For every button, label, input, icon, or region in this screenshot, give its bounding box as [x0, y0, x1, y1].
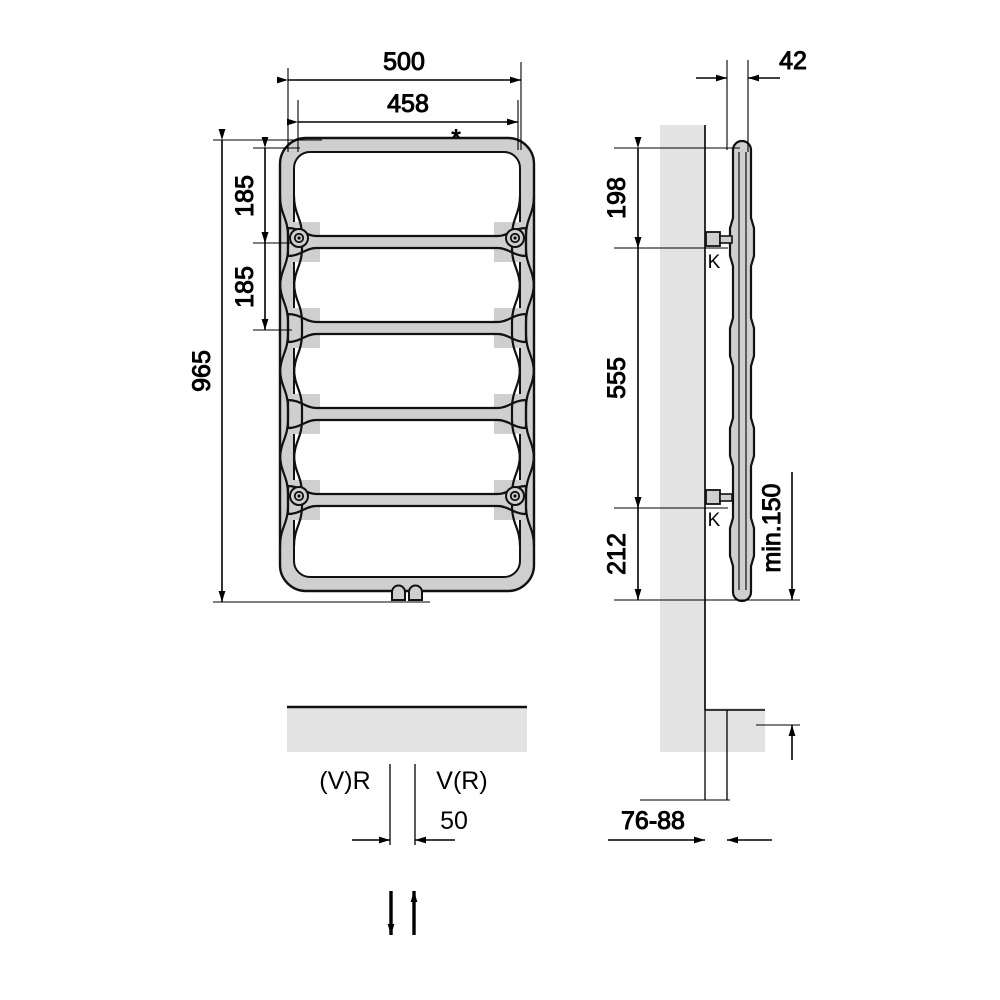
side-view: K K 42	[603, 47, 807, 844]
dim-overall-height: 965	[188, 129, 226, 602]
dim-212-label: 212	[603, 533, 631, 575]
connection-detail-block: (V)R V(R) 50	[287, 705, 527, 935]
detail-center-lines	[389, 764, 416, 845]
flow-arrows	[387, 891, 418, 935]
dim-inner-width: 458	[287, 90, 518, 126]
mounting-bosses	[289, 228, 525, 506]
side-view-dimensions: 42 198 555 212 min.150	[603, 47, 807, 844]
dim-185-top-label: 185	[231, 175, 259, 217]
dim-965-label: 965	[188, 350, 216, 392]
wall-band	[660, 125, 705, 710]
radiator-inner-opening	[293, 151, 521, 578]
dim-spacing-second: 185	[231, 232, 269, 330]
dim-50-spacing: 50	[352, 807, 468, 844]
dim-50-label: 50	[440, 807, 468, 835]
dim-min-150: min.150	[758, 472, 796, 760]
dim-198-label: 198	[603, 177, 631, 219]
front-view-dimensions: 500 458 * 965 185 185	[188, 48, 522, 603]
dim-76-88-label: 76-88	[621, 807, 685, 835]
floor-band	[660, 708, 765, 752]
dim-42-label: 42	[779, 47, 807, 75]
wall-bracket-lower: K	[705, 489, 733, 531]
bracket-upper-label: K	[708, 252, 721, 273]
bottom-connection-nipples	[391, 584, 423, 601]
dim-76-88: 76-88	[608, 807, 772, 844]
dim-555: 555	[603, 237, 642, 508]
dim-555-label: 555	[603, 357, 631, 399]
side-extension-lines	[614, 60, 800, 801]
dim-458-label: 458	[387, 90, 429, 118]
dim-spacing-top: 185	[231, 137, 269, 243]
dim-overall-width: 500	[277, 48, 521, 84]
dim-depth-42: 42	[696, 47, 807, 82]
dim-185-second-label: 185	[231, 266, 259, 308]
label-flow-right: V(R)	[436, 767, 487, 795]
bracket-lower-label: K	[708, 510, 721, 531]
dim-198: 198	[603, 137, 642, 248]
detail-wall-band	[287, 708, 527, 752]
side-profile-rail	[728, 139, 756, 603]
label-return-left: (V)R	[319, 767, 370, 795]
dim-212: 212	[603, 497, 642, 600]
dim-min-150-label: min.150	[758, 484, 786, 573]
front-view-radiator	[278, 136, 536, 601]
dim-500-label: 500	[383, 48, 425, 76]
asterisk-note: *	[451, 125, 460, 152]
wall-bracket-upper: K	[705, 231, 733, 273]
